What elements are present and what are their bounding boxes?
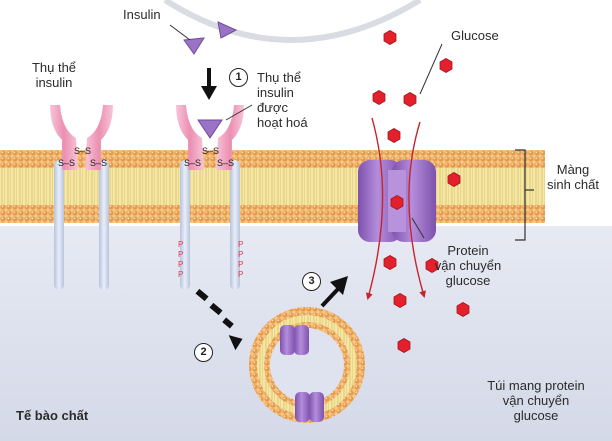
transporter-leader-line <box>411 217 425 239</box>
disulfide-label: S–S <box>58 158 76 168</box>
insulin-receptor-activated <box>176 105 244 290</box>
glucose-10 <box>393 293 407 308</box>
transporter-label: Protein vận chuyển glucose <box>434 243 502 288</box>
disulfide-label: S–S <box>74 146 92 156</box>
glucose-3 <box>372 90 386 105</box>
cell-outline-arc <box>163 0 422 43</box>
plasma-membrane <box>0 150 545 223</box>
bound-insulin <box>197 119 223 139</box>
membrane-bracket <box>515 149 526 241</box>
glucose-6 <box>447 172 461 187</box>
glucose-2 <box>439 58 453 73</box>
insulin-receptor-left <box>50 105 113 290</box>
membrane-label: Màng sinh chất <box>546 162 600 192</box>
cytoplasm-label: Tế bào chất <box>16 408 89 423</box>
glucose-leader-line <box>419 43 443 95</box>
activated-receptor-label: Thụ thể insulin được hoạt hoá <box>257 70 308 130</box>
vesicle-transporter-bottom <box>295 392 324 422</box>
glucose-1 <box>383 30 397 45</box>
insulin-leader-line <box>169 24 191 41</box>
phosphate-label: P <box>238 250 244 259</box>
phosphate-label: P <box>178 240 184 249</box>
step-1-marker: 1 <box>229 68 248 87</box>
activated-leader-line <box>225 104 253 121</box>
arrow-step-2 <box>195 288 243 351</box>
glucose-label: Glucose <box>451 28 499 43</box>
phosphate-label: P <box>178 270 184 279</box>
glucose-8 <box>383 255 397 270</box>
glucose-11 <box>456 302 470 317</box>
disulfide-label: S–S <box>217 158 235 168</box>
arrow-step-3 <box>320 276 348 308</box>
phosphate-label: P <box>178 260 184 269</box>
disulfide-label: S–S <box>202 146 220 156</box>
insulin-label: Insulin <box>123 7 161 22</box>
step-2-marker: 2 <box>194 343 213 362</box>
vesicle-transporter-top <box>280 325 309 355</box>
glucose-flow-lines <box>365 117 426 301</box>
step-3-marker: 3 <box>302 272 321 291</box>
glucose-12 <box>397 338 411 353</box>
disulfide-label: S–S <box>184 158 202 168</box>
glucose-5 <box>387 128 401 143</box>
glucose-molecules <box>372 30 470 353</box>
glucose-transporter-membrane <box>358 160 436 242</box>
phosphate-label: P <box>238 270 244 279</box>
glucose-4 <box>403 92 417 107</box>
receptor-label: Thụ thể insulin <box>31 60 77 90</box>
phosphate-label: P <box>238 260 244 269</box>
insulin-molecule-2 <box>217 21 238 39</box>
phosphate-label: P <box>178 250 184 259</box>
phosphate-label: P <box>238 240 244 249</box>
glucose-9 <box>425 258 439 273</box>
arrow-step-1 <box>201 68 217 100</box>
vesicle-label: Túi mang protein vận chuyển glucose <box>487 378 585 423</box>
disulfide-label: S–S <box>90 158 108 168</box>
glucose-7 <box>390 195 404 210</box>
insulin-molecule-1 <box>183 37 205 55</box>
